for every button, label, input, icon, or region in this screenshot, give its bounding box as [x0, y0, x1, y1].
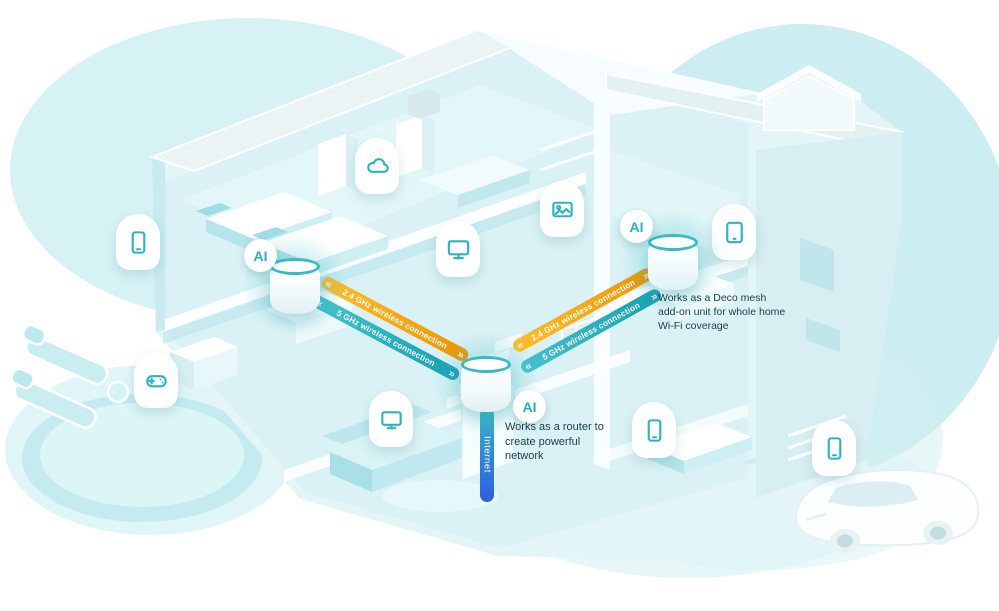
device-badge-cloud: [355, 138, 399, 194]
device-badge-desktop: [436, 221, 480, 277]
smartphone-icon: [131, 230, 145, 254]
ai-label: AI: [253, 247, 268, 264]
pool-and-loungers: [10, 324, 262, 522]
deco-unit-left: [240, 229, 350, 340]
device-badge-smartphone-3: [812, 420, 856, 476]
router-caption: Works as a router to create powerful net…: [505, 421, 604, 463]
ai-badge-center: AI: [513, 390, 546, 423]
smartphone-icon: [647, 418, 661, 442]
deco-top-ring: [270, 258, 320, 275]
ai-label: AI: [629, 218, 644, 235]
tablet-icon: [725, 221, 743, 243]
gamepad-icon: [145, 374, 167, 387]
deco-cylinder: [270, 258, 320, 314]
desktop-monitor-icon: [447, 239, 469, 259]
ai-badge-left: AI: [244, 239, 277, 272]
photo-card-icon: [551, 201, 573, 217]
chevron-out-icon: «: [523, 360, 534, 373]
smartphone-icon: [827, 436, 841, 460]
tv-icon: [380, 410, 402, 429]
device-badge-tablet: [712, 204, 756, 260]
device-badge-smartphone-2: [632, 402, 676, 458]
deco-top-ring: [461, 356, 511, 373]
chevron-out-icon: »: [641, 269, 652, 282]
device-badge-smartphone-1: [116, 214, 160, 270]
deco-cylinder: [461, 356, 511, 412]
cloud-icon: [366, 157, 389, 173]
device-badge-gamepad: [134, 352, 178, 408]
deco-top-ring: [648, 234, 698, 251]
internet-label: Internet: [481, 436, 493, 474]
internet-line: Internet: [480, 408, 494, 502]
chevron-out-icon: »: [649, 290, 660, 303]
ai-label: AI: [522, 398, 537, 415]
right-room-furniture: [539, 128, 764, 474]
chevron-out-icon: »: [455, 348, 466, 361]
ai-badge-right: AI: [620, 210, 653, 243]
device-badge-photos: [540, 181, 584, 237]
deco-unit-center: [431, 327, 541, 438]
device-badge-tv: [369, 391, 413, 447]
deco-cylinder: [648, 234, 698, 290]
mesh-caption: Works as a Deco mesh add-on unit for who…: [658, 292, 786, 332]
chevron-out-icon: «: [515, 339, 526, 352]
kitchen: [318, 115, 530, 208]
chevron-out-icon: »: [446, 367, 457, 380]
chevron-out-icon: «: [323, 278, 334, 291]
car: [794, 469, 980, 553]
deco-unit-right: [618, 205, 728, 316]
chevron-out-icon: «: [314, 297, 325, 310]
